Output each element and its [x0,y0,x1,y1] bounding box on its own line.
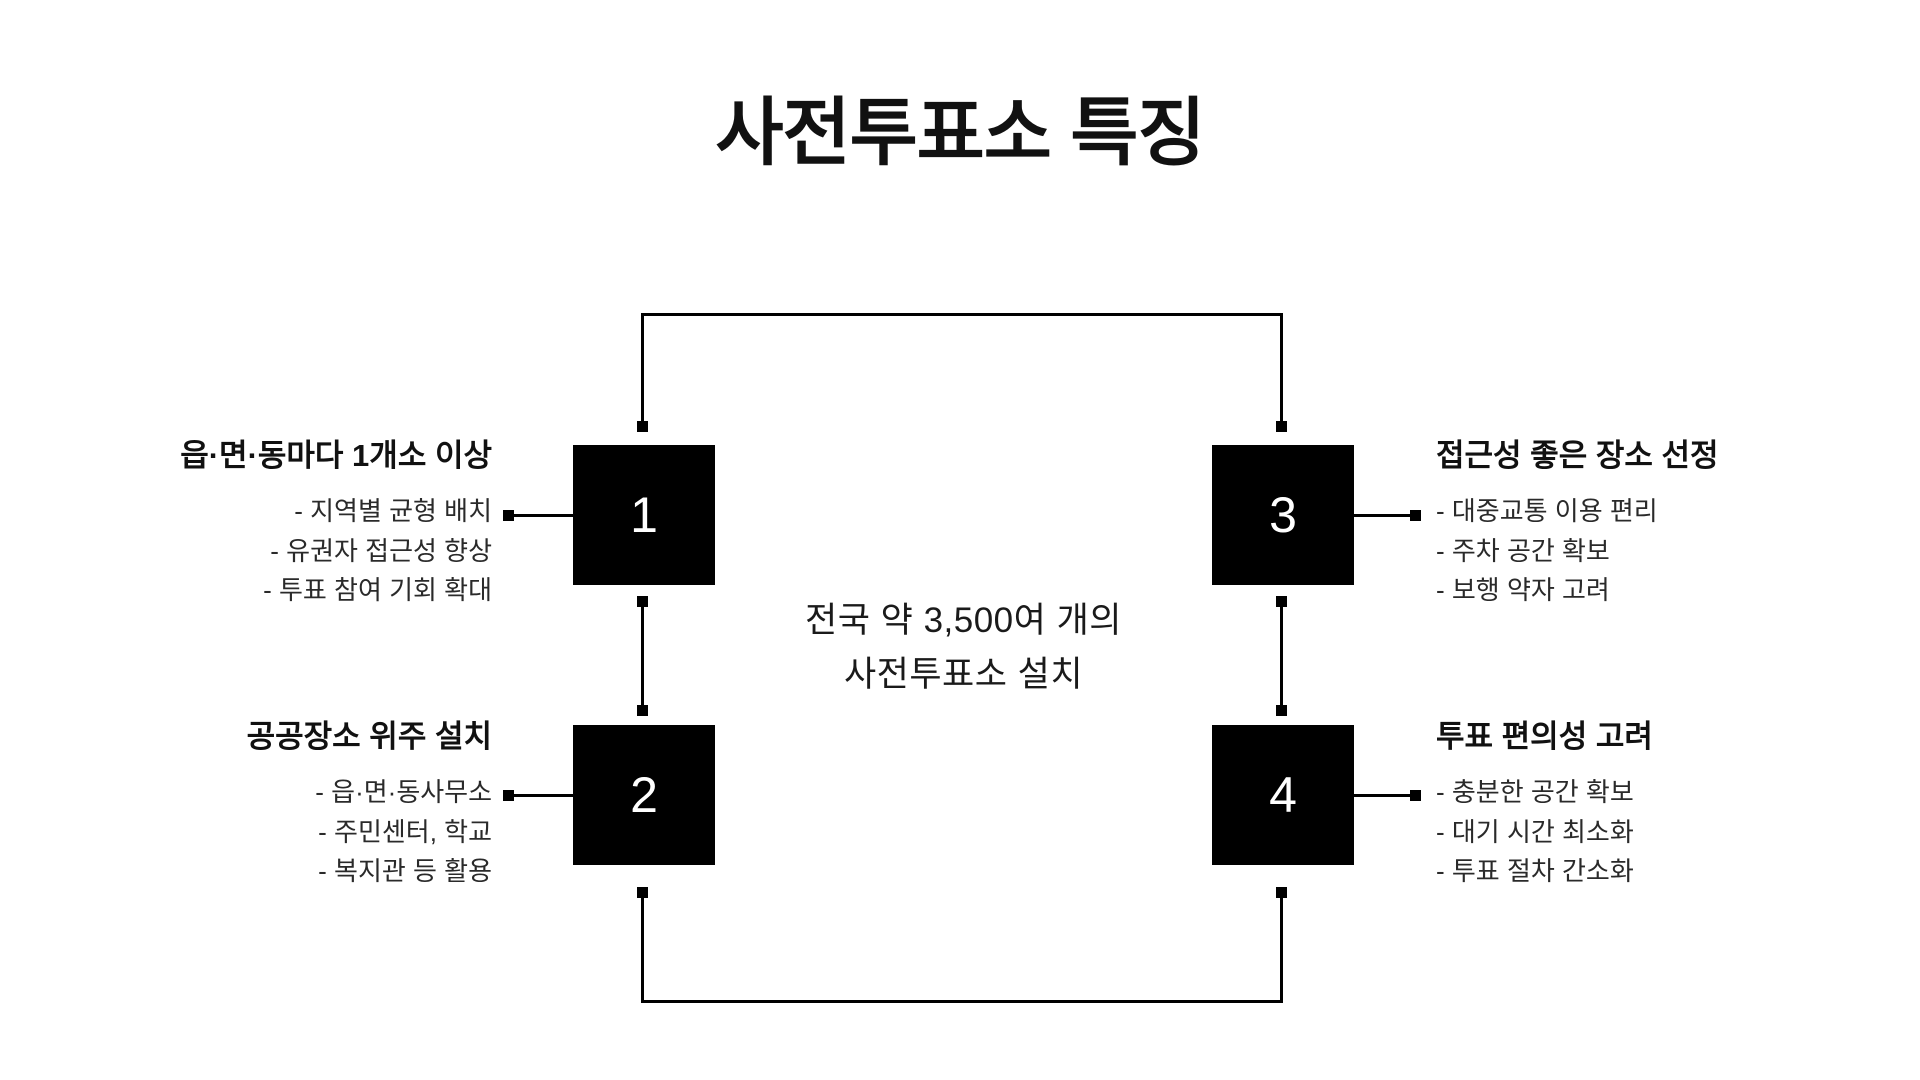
node-item: - 투표 절차 간소화 [1436,856,1634,887]
node-item: - 대중교통 이용 편리 [1436,496,1658,527]
page-title: 사전투표소 특징 [715,91,1205,174]
connector-box3-to-box4 [1280,600,1283,710]
node-item: - 투표 참여 기회 확대 [263,575,492,606]
node-heading-4: 투표 편의성 고려 [1436,719,1653,754]
connector-top-bracket-right-leg [1280,313,1283,425]
connector-box3-to-text [1353,514,1421,517]
connector-box2-to-text [508,794,576,797]
node-item: - 보행 약자 고려 [1436,575,1610,606]
connector-bottom-bracket-left-leg [641,891,644,1003]
connector-endcap-square-icon [637,705,648,716]
connector-bottom-bracket-horizontal [641,1000,1283,1003]
node-box-2[interactable]: 2 [573,725,715,865]
connector-endcap-square-icon [503,790,514,801]
connector-top-bracket-horizontal [641,313,1283,316]
node-text-group-4: 투표 편의성 고려 - 충분한 공간 확보 - 대기 시간 최소화 - 투표 절… [1436,718,1836,892]
node-item: - 주민센터, 학교 [318,816,492,847]
connector-box1-to-text [508,514,576,517]
node-item: - 복지관 등 활용 [318,856,492,887]
connector-endcap-square-icon [1276,596,1287,607]
connector-endcap-square-icon [637,596,648,607]
node-item: - 충분한 공간 확보 [1436,777,1634,808]
center-caption: 전국 약 3,500여 개의 사전투표소 설치 [715,594,1212,703]
connector-bottom-bracket-right-leg [1280,891,1283,1003]
connector-box1-to-box2 [641,600,644,710]
connector-endcap-square-icon [1276,887,1287,898]
node-heading-1: 읍·면·동마다 1개소 이상 [180,438,492,473]
node-item: - 유권자 접근성 향상 [270,535,492,566]
node-heading-2: 공공장소 위주 설치 [246,719,492,754]
node-box-4[interactable]: 4 [1212,725,1354,865]
connector-endcap-square-icon [1276,421,1287,432]
node-box-1[interactable]: 1 [573,445,715,585]
connector-top-bracket-left-leg [641,313,644,425]
node-item: - 읍·면·동사무소 [315,777,492,808]
node-heading-3: 접근성 좋은 장소 선정 [1436,438,1719,473]
node-text-group-1: 읍·면·동마다 1개소 이상 - 지역별 균형 배치 - 유권자 접근성 향상 … [92,437,492,611]
node-text-group-2: 공공장소 위주 설치 - 읍·면·동사무소 - 주민센터, 학교 - 복지관 등… [92,718,492,892]
center-caption-line-2: 사전투표소 설치 [843,655,1084,695]
connector-endcap-square-icon [1410,510,1421,521]
connector-endcap-square-icon [637,887,648,898]
connector-endcap-square-icon [503,510,514,521]
connector-endcap-square-icon [1410,790,1421,801]
node-item: - 주차 공간 확보 [1436,535,1610,566]
node-item: - 대기 시간 최소화 [1436,816,1634,847]
connector-box4-to-text [1353,794,1421,797]
node-text-group-3: 접근성 좋은 장소 선정 - 대중교통 이용 편리 - 주차 공간 확보 - 보… [1436,437,1836,611]
node-item: - 지역별 균형 배치 [294,496,492,527]
node-box-3[interactable]: 3 [1212,445,1354,585]
connector-endcap-square-icon [1276,705,1287,716]
connector-endcap-square-icon [637,421,648,432]
center-caption-line-1: 전국 약 3,500여 개의 [805,601,1122,640]
